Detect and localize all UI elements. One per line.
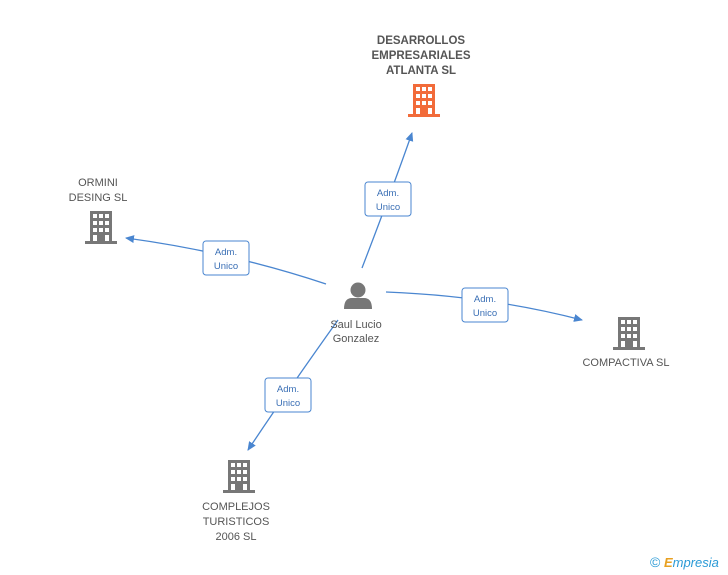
copyright-symbol: © [650, 554, 661, 570]
edge-label-line2: Unico [214, 261, 238, 272]
company-name-line1: DESARROLLOS [377, 35, 466, 47]
edge-label-line2: Unico [473, 308, 497, 319]
company-name-line3: ATLANTA SL [386, 65, 456, 77]
building-icon [85, 211, 117, 244]
edge-label-line1: Adm. [277, 384, 299, 395]
company-name-line1: COMPACTIVA SL [582, 357, 669, 369]
edge-label-line1: Adm. [215, 247, 237, 258]
building-icon [408, 84, 440, 117]
company-name-line2: DESING SL [69, 192, 128, 204]
brand-name: mpresia [672, 555, 719, 570]
edge-label-line1: Adm. [377, 188, 399, 199]
company-node-ormini[interactable]: ORMINI DESING SL [69, 177, 128, 244]
empresia-logo: © Empresia [650, 554, 719, 570]
company-name-line2: EMPRESARIALES [371, 50, 470, 62]
edge-label-complejos[interactable]: Adm. Unico [264, 377, 312, 413]
company-name-line3: 2006 SL [216, 531, 257, 543]
company-name-line1: ORMINI [78, 177, 118, 189]
company-node-compactiva[interactable]: COMPACTIVA SL [582, 317, 670, 369]
edge-label-ormini[interactable]: Adm. Unico [202, 240, 250, 276]
company-name-line2: TURISTICOS [203, 516, 270, 528]
company-node-complejos[interactable]: COMPLEJOS TURISTICOS 2006 SL [202, 460, 270, 543]
edge-label-desarrollos[interactable]: Adm. Unico [364, 181, 412, 217]
company-node-desarrollos[interactable]: DESARROLLOS EMPRESARIALES ATLANTA SL [371, 35, 471, 117]
edge-label-line1: Adm. [474, 294, 496, 305]
edge-label-compactiva[interactable]: Adm. Unico [461, 287, 509, 323]
person-icon [344, 282, 372, 309]
company-name-line1: COMPLEJOS [202, 501, 270, 513]
edge-label-line2: Unico [276, 398, 300, 409]
building-icon [223, 460, 255, 493]
person-name-line1: Saul Lucio [330, 319, 381, 331]
center-person-node[interactable]: Saul Lucio Gonzalez [330, 282, 382, 346]
brand-initial: E [663, 555, 673, 570]
edge-label-line2: Unico [376, 202, 400, 213]
person-name-line2: Gonzalez [333, 333, 379, 345]
building-icon [613, 317, 645, 350]
